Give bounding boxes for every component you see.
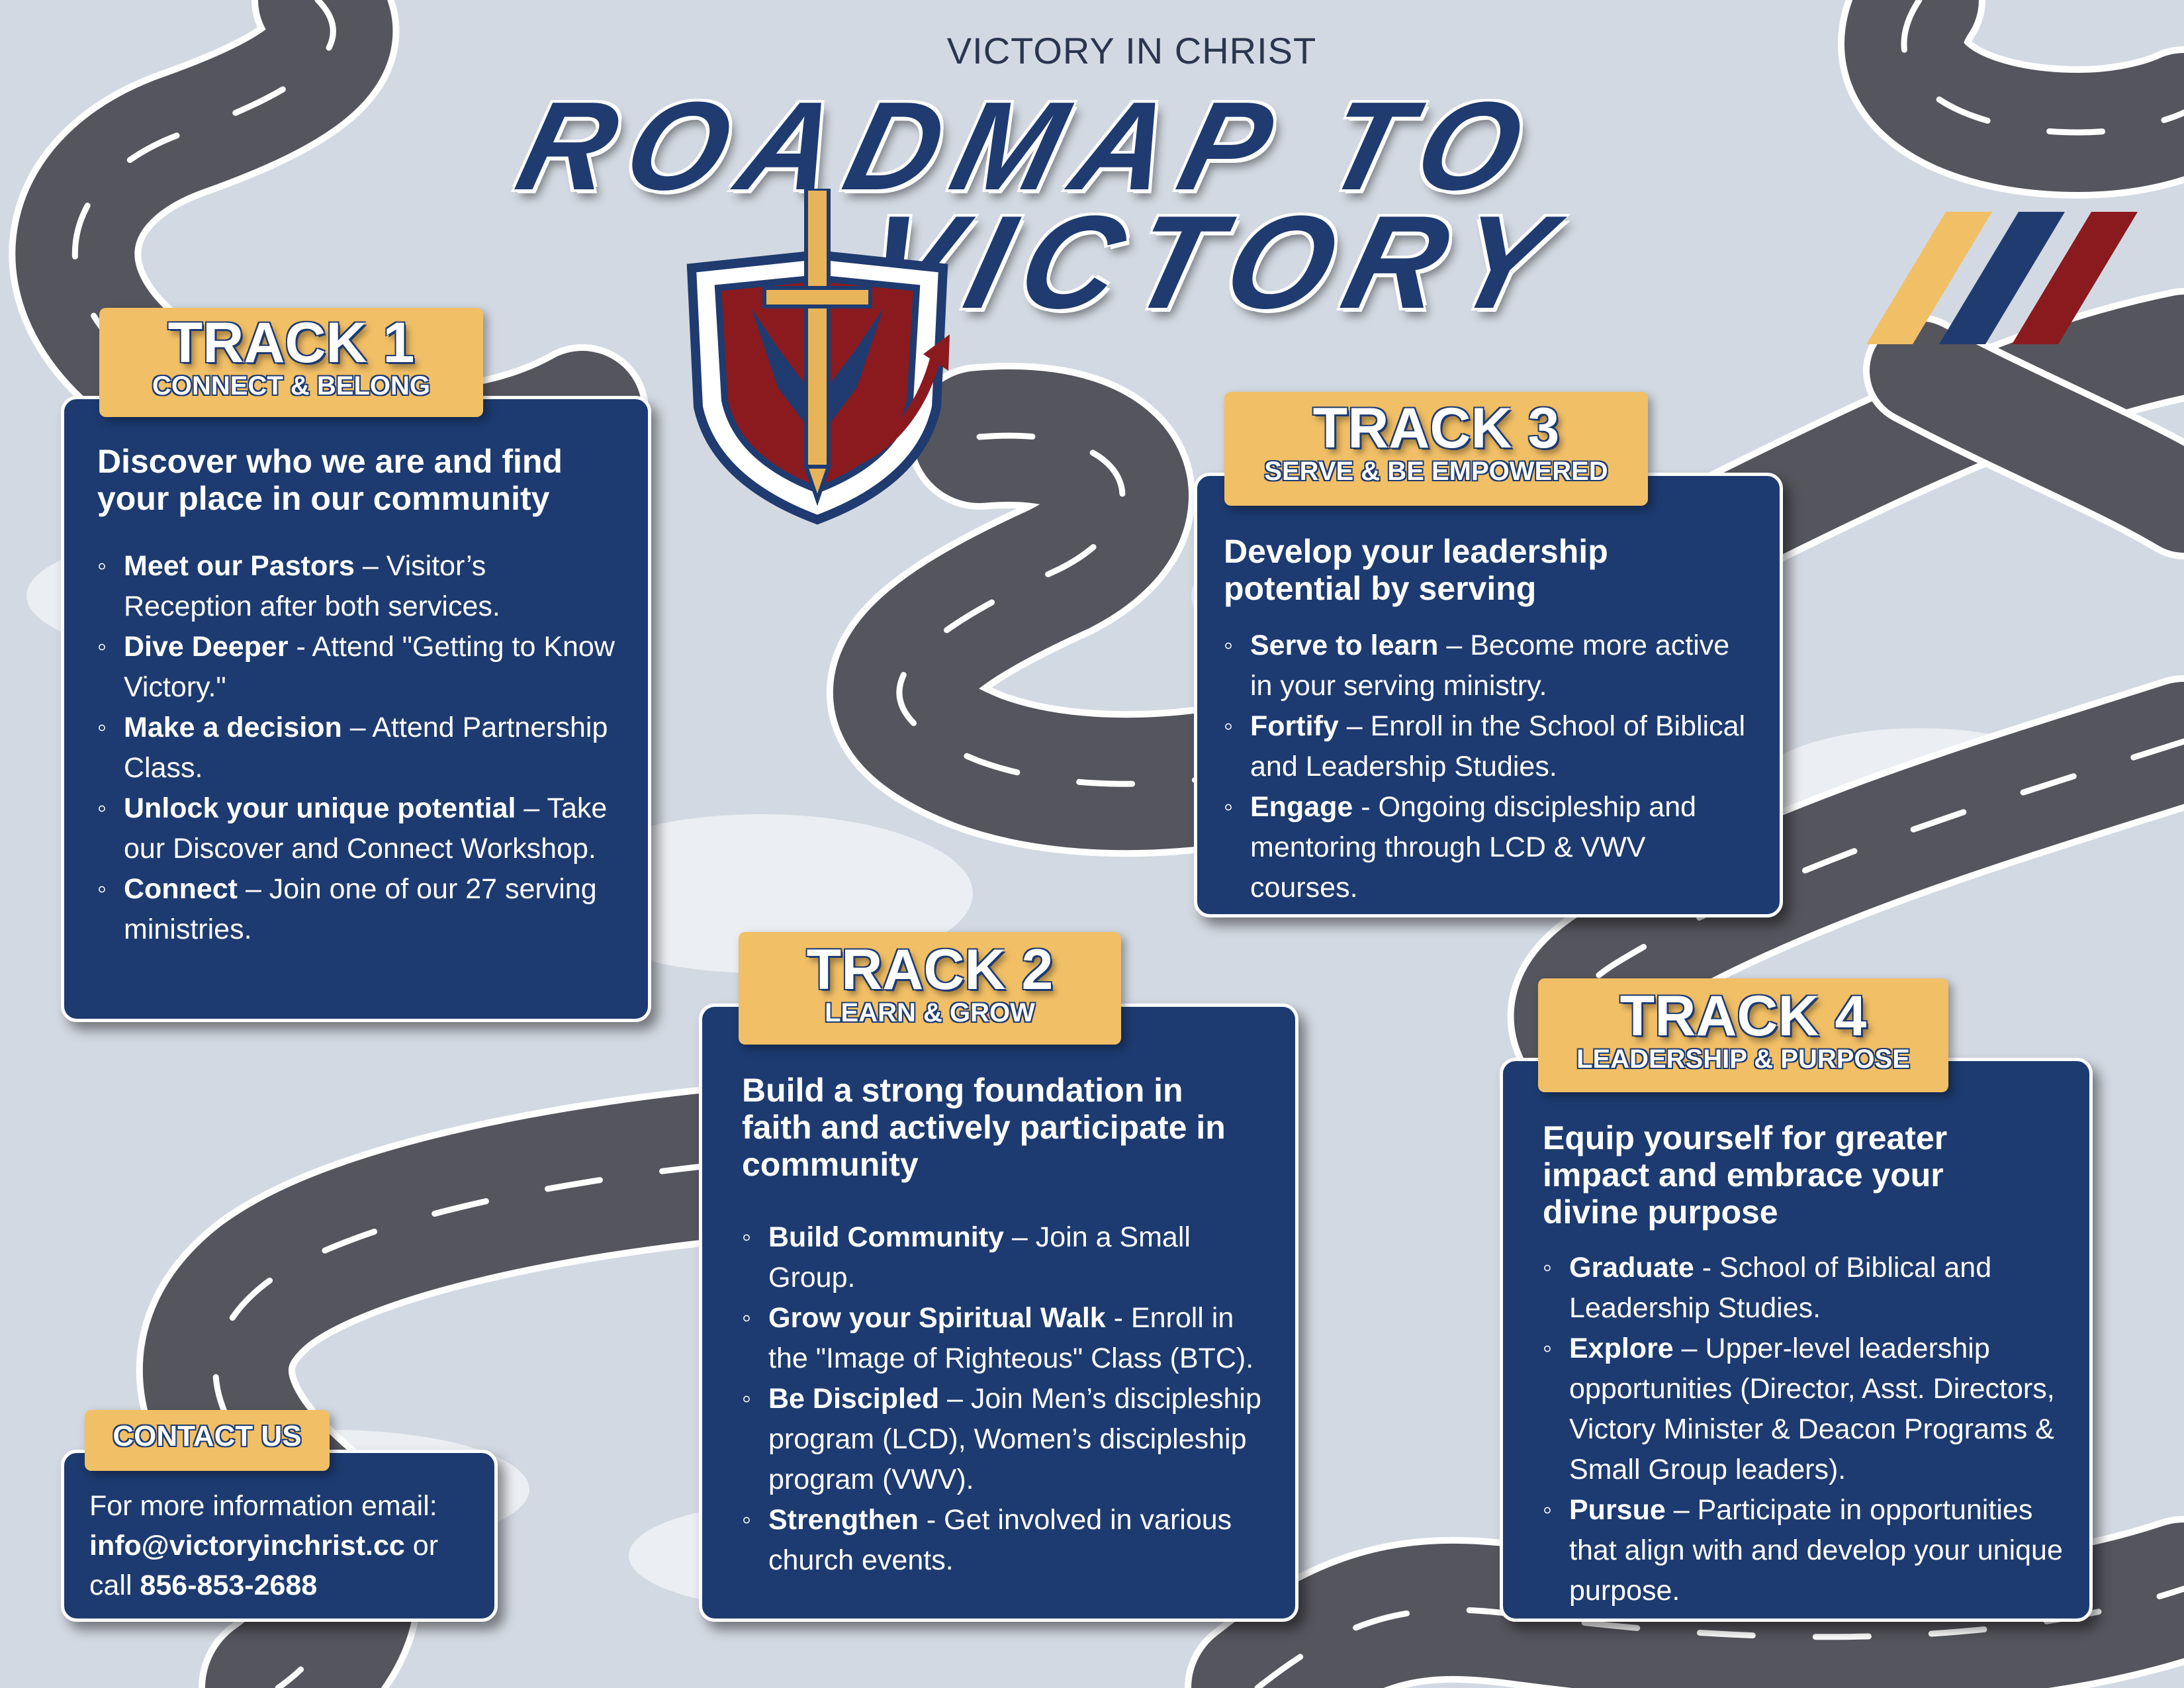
- list-item: Grow your Spiritual Walk - Enroll in the…: [742, 1298, 1269, 1379]
- track-4-title: TRACK 4: [1619, 984, 1867, 1048]
- track-3-heading: Develop your leadership potential by ser…: [1224, 533, 1608, 607]
- header-kicker: VICTORY IN CHRIST: [946, 30, 1317, 71]
- track-4-tab: TRACK 4 LEADERSHIP & PURPOSE: [1538, 978, 1948, 1092]
- list-item: Engage - Ongoing discipleship and mentor…: [1224, 787, 1753, 908]
- track-2-tab: TRACK 2 LEARN & GROW: [739, 932, 1121, 1045]
- track-3-title: TRACK 3: [1312, 397, 1560, 460]
- list-item: Connect – Join one of our 27 serving min…: [97, 869, 621, 950]
- track-2-title: TRACK 2: [806, 938, 1054, 1002]
- track-2-subtitle: LEARN & GROW: [825, 998, 1035, 1027]
- track-2-heading: Build a strong foundation in faith and a…: [742, 1072, 1226, 1183]
- contact-card: For more information email: info@victory…: [61, 1450, 498, 1622]
- track-3-card: Develop your leadership potential by ser…: [1194, 473, 1783, 917]
- list-item: Fortify – Enroll in the School of Biblic…: [1224, 706, 1753, 787]
- contact-line-1: For more information email:: [89, 1490, 437, 1522]
- list-item: Dive Deeper - Attend "Getting to Know Vi…: [97, 627, 621, 708]
- track-2-card: Build a strong foundation in faith and a…: [699, 1004, 1298, 1622]
- track-4-subtitle: LEADERSHIP & PURPOSE: [1576, 1045, 1910, 1074]
- track-4-heading: Equip yourself for greater impact and em…: [1543, 1119, 1948, 1231]
- contact-phone[interactable]: 856-853-2688: [140, 1570, 318, 1601]
- list-item: Pursue – Participate in opportunities th…: [1543, 1490, 2070, 1611]
- list-item: Explore – Upper-level leadership opportu…: [1543, 1329, 2070, 1490]
- list-item: Make a decision – Attend Partnership Cla…: [97, 708, 621, 788]
- track-1-tab: TRACK 1 CONNECT & BELONG: [99, 308, 483, 417]
- shield-sword-arrow-icon: [686, 189, 950, 525]
- list-item: Be Discipled – Join Men’s discipleship p…: [742, 1379, 1269, 1500]
- track-1-title: TRACK 1: [167, 311, 415, 375]
- contact-tab: CONTACT US: [85, 1410, 330, 1471]
- track-1-subtitle: CONNECT & BELONG: [152, 371, 430, 400]
- contact-email-link[interactable]: info@victoryinchrist.cc: [89, 1530, 405, 1562]
- track-3-subtitle: SERVE & BE EMPOWERED: [1264, 457, 1608, 486]
- list-item: Build Community – Join a Small Group.: [742, 1217, 1269, 1298]
- track-4-card: Equip yourself for greater impact and em…: [1500, 1058, 2093, 1622]
- track-3-tab: TRACK 3 SERVE & BE EMPOWERED: [1224, 392, 1648, 506]
- track-1-heading: Discover who we are and find your place …: [97, 443, 563, 517]
- contact-title: CONTACT US: [113, 1420, 302, 1452]
- list-item: Unlock your unique potential – Take our …: [97, 788, 621, 869]
- list-item: Meet our Pastors – Visitor’s Reception a…: [97, 546, 621, 627]
- track-1-card: Discover who we are and find your place …: [61, 396, 651, 1022]
- list-item: Strengthen - Get involved in various chu…: [742, 1500, 1269, 1581]
- list-item: Serve to learn – Become more active in y…: [1224, 626, 1753, 706]
- gold-navy-crimson-stripes: [1866, 212, 2138, 344]
- list-item: Graduate - School of Biblical and Leader…: [1543, 1248, 2070, 1329]
